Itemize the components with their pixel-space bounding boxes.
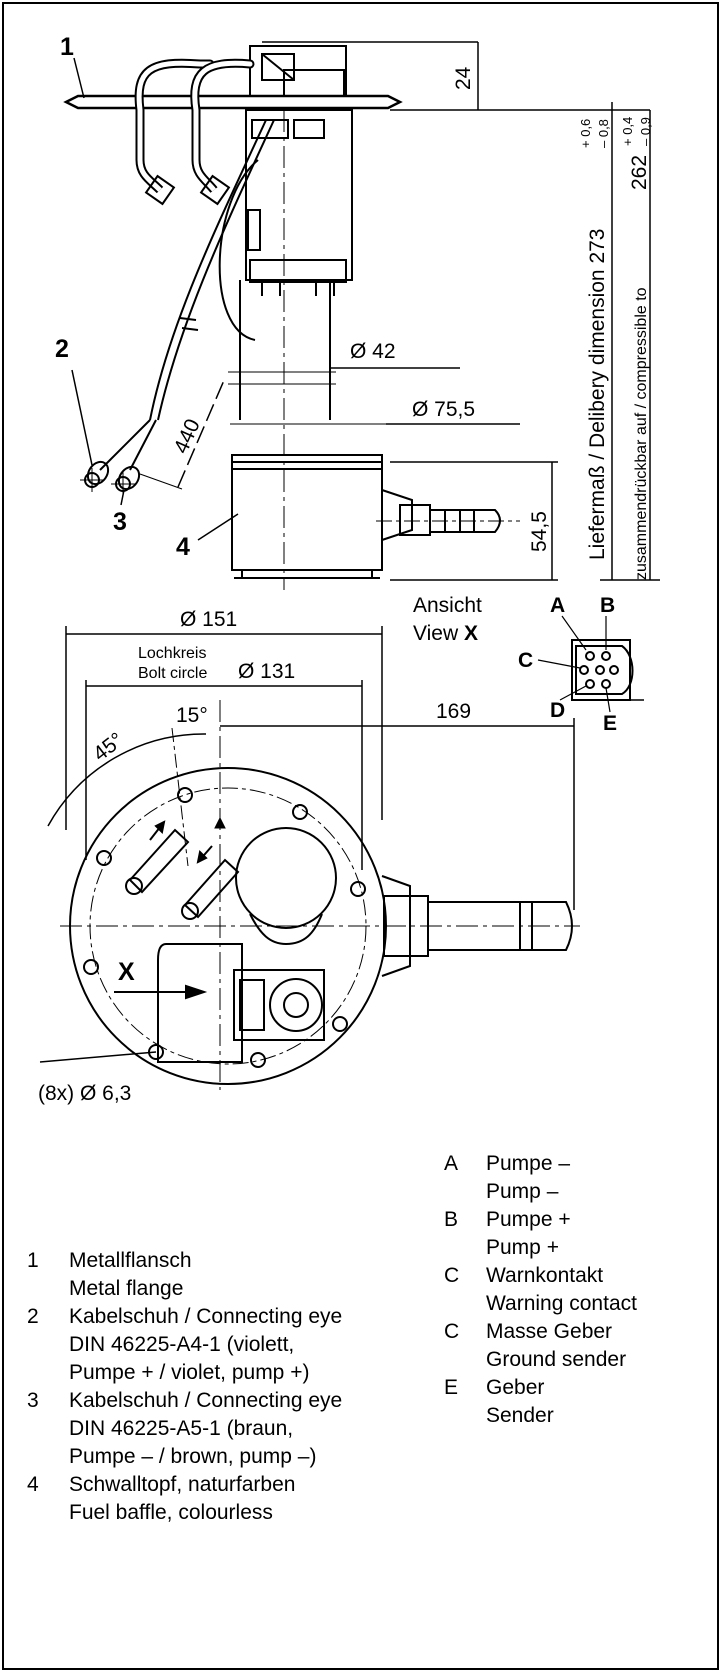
dim-flange-diameter: Ø 151 (180, 608, 237, 631)
legend-text: Metallflansch (69, 1249, 192, 1272)
dim-angle-45: 45° (89, 728, 128, 766)
legend-text: Masse Geber (486, 1320, 613, 1343)
legend-key: 3 (27, 1389, 39, 1412)
dim-baffle-height: 54,5 (528, 511, 551, 552)
legend-key: C (444, 1264, 460, 1287)
legend-text: Schwalltopf, naturfarben (69, 1473, 296, 1496)
view-x-marker: X (118, 958, 135, 986)
legend-item: B Pumpe + Pump + (444, 1206, 637, 1262)
connector-label-a: A (550, 594, 565, 617)
dim-compressible: zusammendrückbar auf / compressible to (633, 287, 650, 580)
connector-label-b: B (600, 594, 615, 617)
legend-text: Kabelschuh / Connecting eye (69, 1389, 343, 1412)
bolt-holes (83, 787, 366, 1068)
legend-text: Pumpe – (486, 1152, 571, 1175)
legend-text: Pump + (486, 1236, 559, 1259)
legend-text: Ground sender (486, 1348, 627, 1371)
top-view: Ø 151 Lochkreis Bolt circle Ø 131 15° 16… (38, 608, 580, 1105)
side-view: 24 1 (55, 33, 660, 590)
connector-label-d: D (550, 699, 565, 722)
dim-delivery-tol-upper: + 0,6 (578, 119, 593, 148)
legend-text: Pump – (486, 1180, 559, 1203)
bolt-circle-label-en: Bolt circle (138, 665, 207, 682)
view-title-de: Ansicht (413, 594, 482, 617)
dim-baffle-diameter: Ø 75,5 (412, 398, 475, 421)
dim-angle-15: 15° (176, 704, 208, 727)
legend-key: 1 (27, 1249, 39, 1272)
dim-delivery: Liefermaß / Delibery dimension 273 (586, 229, 609, 561)
dim-offset-169: 169 (436, 700, 471, 723)
connector-label-e: E (603, 712, 617, 735)
dim-holes: (8x) Ø 6,3 (38, 1082, 131, 1105)
fuel-baffle (231, 461, 383, 571)
metal-flange (63, 94, 403, 110)
dim-compressible-value: 262 (628, 155, 651, 190)
callout-1: 1 (60, 33, 74, 61)
legend-text: Kabelschuh / Connecting eye (69, 1305, 343, 1328)
legend-key: C (444, 1320, 460, 1343)
dim-height-top: 24 (452, 66, 475, 90)
legend-item: A Pumpe – Pump – (444, 1150, 637, 1206)
view-x-detail: Ansicht View X A B C D E (413, 594, 644, 735)
legend-text: Warning contact (486, 1292, 637, 1315)
bolt-circle-label-de: Lochkreis (138, 645, 206, 662)
legend-text: Sender (486, 1404, 554, 1427)
legend-key: B (444, 1208, 459, 1231)
legend-text: DIN 46225-A5-1 (braun, (69, 1417, 294, 1440)
callout-2: 2 (55, 335, 69, 363)
legend-text: DIN 46225-A4-1 (violett, (69, 1333, 295, 1356)
legend-key: 2 (27, 1305, 39, 1328)
legend-key: A (444, 1152, 459, 1175)
legend-text: Metal flange (69, 1277, 184, 1300)
connector-label-c: C (518, 649, 533, 672)
dim-compressible-tol-upper: + 0,4 (620, 117, 635, 146)
float-ball (235, 827, 337, 929)
view-title-en: View X (413, 622, 478, 645)
callout-3: 3 (113, 508, 127, 536)
legend-key: 4 (27, 1473, 39, 1496)
legend-text: Geber (486, 1376, 545, 1399)
legend-text: Fuel baffle, colourless (69, 1501, 273, 1524)
legend-text: Pumpe + (486, 1208, 571, 1231)
legend-connector-pins: A Pumpe – Pump – B Pumpe + Pump + C Warnkontakt… (444, 1150, 637, 1430)
legend-text: Pumpe – / brown, pump –) (69, 1445, 317, 1468)
dim-delivery-tol-lower: – 0,8 (596, 119, 611, 148)
legend-text: Pumpe + / violet, pump +) (69, 1361, 310, 1384)
dim-compressible-tol-lower: – 0,9 (638, 117, 653, 146)
callout-4: 4 (176, 533, 190, 561)
legend-text: Warnkontakt (486, 1264, 604, 1287)
dim-tube-diameter: Ø 42 (350, 340, 396, 363)
legend-key: E (444, 1376, 459, 1399)
dim-bolt-circle-diameter: Ø 131 (238, 660, 295, 683)
dim-cable-length: 440 (170, 416, 205, 457)
